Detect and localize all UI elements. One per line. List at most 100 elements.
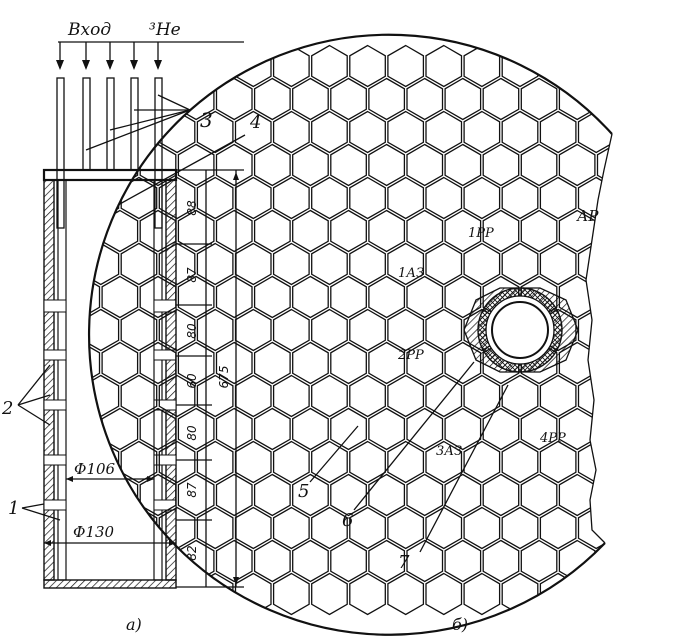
- fuel-assembly-hex: [482, 539, 520, 583]
- fuel-assembly-hex: [349, 374, 386, 418]
- fuel-assembly-hex: [330, 143, 367, 187]
- fuel-assembly-hex: [120, 374, 158, 418]
- fuel-assembly-hex: [311, 440, 348, 484]
- fuel-assembly-hex: [89, 341, 101, 385]
- fuel-assembly-hex: [617, 508, 653, 549]
- fuel-assembly-hex: [463, 110, 501, 154]
- fuel-assembly-hex: [196, 506, 234, 550]
- fuel-assembly-hex: [349, 572, 386, 616]
- fuel-assembly-hex: [89, 209, 101, 253]
- left-wall: [43, 179, 67, 581]
- fuel-assembly-hex: [158, 440, 196, 484]
- figure-a: Вход ³Не: [1, 20, 261, 634]
- fuel-assembly-hex: [120, 110, 158, 154]
- fuel-assembly-hex: [368, 407, 406, 451]
- fuel-assembly-hex: [120, 440, 158, 484]
- fuel-assembly-hex: [158, 374, 196, 418]
- fuel-assembly-hex: [177, 143, 215, 187]
- fuel-assembly-hex: [501, 110, 539, 154]
- fuel-assembly-hex: [292, 341, 329, 385]
- fuel-assembly-hex: [596, 77, 612, 121]
- fuel-assembly-hex: [577, 374, 612, 418]
- fuel-assembly-hex: [89, 77, 101, 121]
- fuel-assembly-hex: [330, 539, 367, 583]
- fuel-assembly-hex: [387, 44, 425, 88]
- fuel-assembly-hex: [158, 110, 196, 154]
- fuel-assembly-hex: [520, 209, 558, 253]
- fuel-assembly-hex: [520, 473, 558, 517]
- inlet-tubes: [56, 77, 163, 229]
- fuel-assembly-hex: [311, 374, 348, 418]
- fuel-assembly-hex: [177, 341, 215, 385]
- fuel-assembly-hex: [387, 308, 425, 352]
- fuel-assembly-hex: [311, 242, 348, 286]
- fuel-assembly-hex: [349, 110, 386, 154]
- fuel-assembly-hex: [577, 110, 612, 154]
- fuel-assembly-hex: [292, 407, 329, 451]
- fuel-assembly-hex: [596, 143, 612, 187]
- label-1az: 1АЗ: [398, 266, 424, 281]
- fuel-assembly-hex: [655, 178, 673, 219]
- callout-1: 1: [8, 498, 19, 519]
- fuel-assembly-hex: [558, 143, 596, 187]
- fuel-assembly-hex: [101, 539, 139, 583]
- fuel-assembly-hex: [253, 275, 291, 319]
- fuel-assembly-hex: [101, 275, 139, 319]
- fuel-assembly-hex: [387, 506, 425, 550]
- fuel-assembly-hex: [501, 440, 539, 484]
- fuel-assembly-hex: [120, 308, 158, 352]
- fuel-assembly-hex: [636, 79, 672, 120]
- fuel-assembly-hex: [139, 77, 177, 121]
- label-ar: АР: [576, 207, 599, 225]
- inlet-arrows: [56, 42, 162, 70]
- fuel-assembly-hex: [215, 539, 253, 583]
- fuel-assembly-hex: [463, 506, 501, 550]
- fuel-assembly-hex: [215, 143, 253, 187]
- fuel-assembly-hex: [406, 275, 444, 319]
- fuel-assembly-hex: [482, 77, 520, 121]
- fuel-assembly-hex: [501, 242, 539, 286]
- fuel-assembly-hex: [45, 112, 81, 153]
- fuel-assembly-hex: [311, 572, 348, 616]
- fuel-assembly-hex: [406, 473, 444, 517]
- fuel-assembly-hex: [596, 209, 612, 253]
- fuel-assembly-hex: [349, 176, 386, 220]
- fuel-assembly-hex: [558, 473, 596, 517]
- fuel-assembly-hex: [349, 242, 386, 286]
- inlet-label: Вход: [67, 20, 111, 40]
- fuel-assembly-hex: [234, 308, 272, 352]
- fuel-assembly-hex: [196, 440, 234, 484]
- fuel-assembly-hex: [215, 341, 253, 385]
- fuel-assembly-hex: [655, 112, 673, 153]
- dim-80-upper: 80: [185, 323, 199, 339]
- fuel-assembly-hex: [636, 409, 672, 450]
- callout-6: 6: [342, 510, 353, 531]
- callout-1-leaders: [21, 503, 61, 521]
- fuel-assembly-hex: [349, 308, 386, 352]
- fuel-assembly-hex: [636, 211, 672, 252]
- fuel-assembly-hex: [387, 440, 425, 484]
- central-channel: [463, 287, 579, 373]
- fuel-assembly-hex: [311, 44, 348, 88]
- callout-2: 2: [1, 398, 13, 419]
- fuel-assembly-hex: [272, 506, 310, 550]
- fuel-assembly-hex: [501, 374, 539, 418]
- dim-82: 82: [185, 545, 199, 560]
- fuel-assembly-hex: [425, 374, 463, 418]
- dim-80-lower: 80: [185, 425, 199, 441]
- fuel-assembly-hex: [655, 376, 673, 417]
- fuel-assembly-hex: [655, 310, 673, 351]
- fuel-assembly-hex: [272, 176, 310, 220]
- fuel-assembly-hex: [120, 44, 158, 88]
- fuel-assembly-hex: [617, 46, 653, 87]
- fuel-assembly-hex: [539, 440, 577, 484]
- fuel-assembly-hex: [444, 143, 482, 187]
- fuel-assembly-hex: [425, 308, 463, 352]
- fuel-assembly-hex: [368, 473, 406, 517]
- fuel-assembly-hex: [617, 442, 653, 483]
- fuel-assembly-hex: [234, 506, 272, 550]
- fuel-assembly-hex: [89, 176, 120, 220]
- bottom-ring: [43, 579, 177, 589]
- fuel-assembly-hex: [425, 110, 463, 154]
